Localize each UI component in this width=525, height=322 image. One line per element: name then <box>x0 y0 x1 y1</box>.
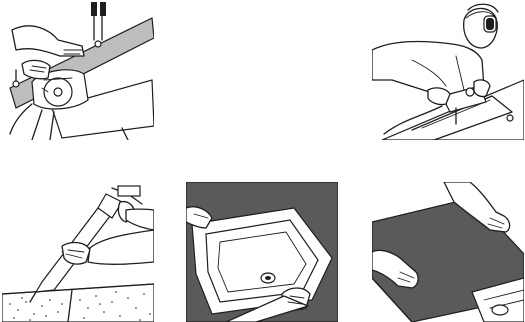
circular-saw-cutting-icon <box>2 0 154 140</box>
blank-panel <box>186 0 338 140</box>
sink-placement-icon <box>186 182 338 322</box>
jigsaw-cutout-icon <box>372 0 524 140</box>
countertop-placement-icon <box>372 182 524 322</box>
caulk-gun-sealing-icon <box>2 182 154 322</box>
